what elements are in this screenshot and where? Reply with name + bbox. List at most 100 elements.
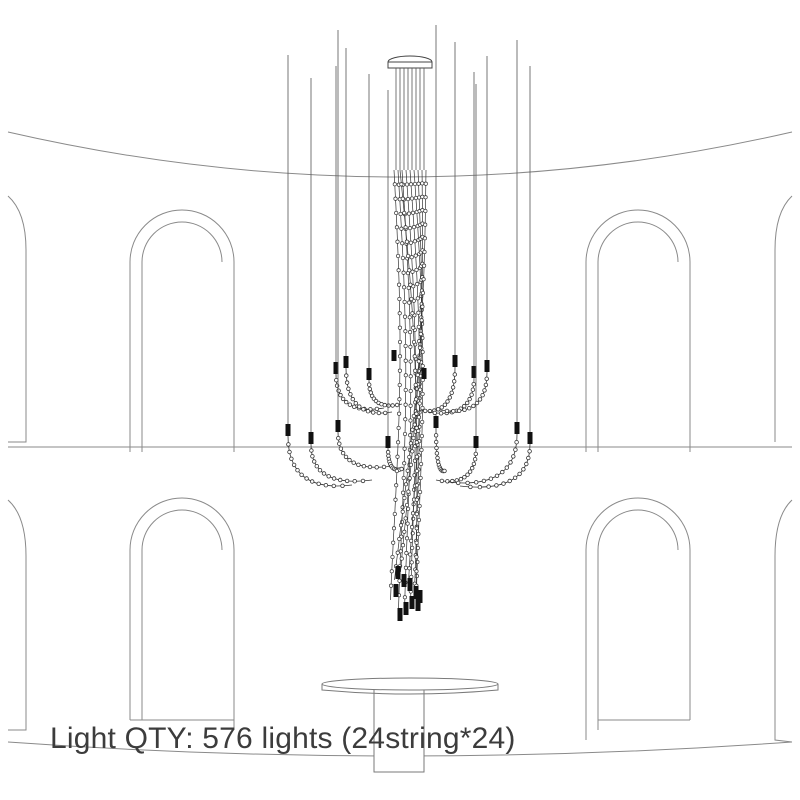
bead: [526, 455, 531, 461]
bead: [397, 536, 402, 542]
bead: [521, 467, 526, 472]
bead: [374, 465, 379, 470]
bead: [416, 359, 421, 364]
bead: [406, 285, 411, 290]
bead: [407, 300, 412, 305]
bead: [397, 397, 402, 402]
bead: [434, 451, 440, 456]
bead: [410, 511, 416, 516]
bead: [409, 560, 414, 565]
bead: [414, 397, 419, 402]
bead: [404, 502, 410, 508]
bead: [469, 392, 474, 397]
bead: [432, 410, 437, 416]
bead: [351, 460, 356, 465]
bead: [352, 479, 357, 484]
bead: [323, 483, 329, 488]
bead: [420, 391, 425, 397]
bead: [467, 396, 472, 402]
light-tube: [421, 368, 427, 379]
bead: [403, 482, 409, 487]
bead: [467, 469, 473, 474]
bead: [417, 401, 422, 406]
bead: [317, 468, 323, 473]
bead: [402, 495, 407, 501]
bead: [394, 402, 400, 408]
bead: [406, 489, 411, 494]
bead: [398, 523, 404, 528]
bead: [418, 489, 423, 495]
light-tube: [484, 360, 490, 372]
light-tube: [415, 598, 421, 611]
bead: [415, 282, 420, 287]
bead: [474, 480, 479, 485]
bead: [356, 462, 361, 467]
bead: [397, 578, 402, 583]
bead: [386, 403, 391, 408]
bead: [393, 497, 398, 502]
bead: [483, 382, 489, 388]
bead: [400, 509, 405, 514]
bead: [374, 406, 380, 412]
bead: [420, 419, 425, 425]
bead: [402, 314, 408, 319]
light-tube: [335, 420, 341, 432]
bead: [376, 410, 382, 416]
bead: [326, 474, 331, 479]
bead: [418, 387, 423, 392]
bead: [383, 410, 388, 416]
bead: [397, 325, 402, 330]
bead: [402, 285, 407, 290]
bead: [385, 449, 391, 455]
bead: [420, 194, 425, 199]
bead: [471, 403, 476, 409]
light-tube: [385, 436, 391, 448]
light-tube: [413, 586, 419, 599]
light-tube: [452, 355, 458, 367]
bead: [291, 462, 297, 468]
bead: [445, 479, 450, 484]
bead-chain: [447, 433, 518, 484]
bead: [394, 468, 399, 474]
bead-chain: [337, 431, 393, 468]
bead: [449, 390, 454, 395]
bead: [404, 239, 409, 244]
light-tube: [471, 366, 477, 378]
bead: [405, 468, 410, 473]
bead: [445, 399, 450, 404]
bead: [389, 569, 394, 574]
bead: [452, 372, 457, 377]
bead: [512, 475, 518, 480]
bead: [336, 388, 341, 393]
bead: [423, 222, 428, 227]
bead: [408, 552, 413, 557]
bead: [462, 407, 467, 412]
light-tube: [393, 584, 399, 597]
bead: [367, 382, 372, 387]
bead: [420, 349, 425, 355]
bead: [357, 404, 362, 409]
bead: [408, 462, 414, 467]
light-tube: [285, 424, 291, 436]
chandelier: [285, 25, 533, 621]
bead: [331, 476, 337, 481]
bead: [396, 268, 401, 273]
bead: [419, 433, 424, 439]
bead: [397, 282, 402, 287]
bead: [504, 465, 509, 470]
bead: [402, 595, 407, 600]
bead: [415, 372, 420, 378]
bead: [480, 393, 485, 398]
bead: [457, 408, 462, 413]
bead: [405, 197, 411, 202]
bead: [408, 344, 413, 349]
arch-lower-right: [585, 497, 691, 740]
bead: [517, 471, 522, 477]
bead: [400, 241, 405, 246]
bead: [403, 329, 408, 334]
bead: [391, 526, 397, 531]
bead: [295, 468, 300, 473]
bead: [452, 379, 457, 384]
bead: [410, 427, 415, 432]
bead: [408, 330, 413, 335]
